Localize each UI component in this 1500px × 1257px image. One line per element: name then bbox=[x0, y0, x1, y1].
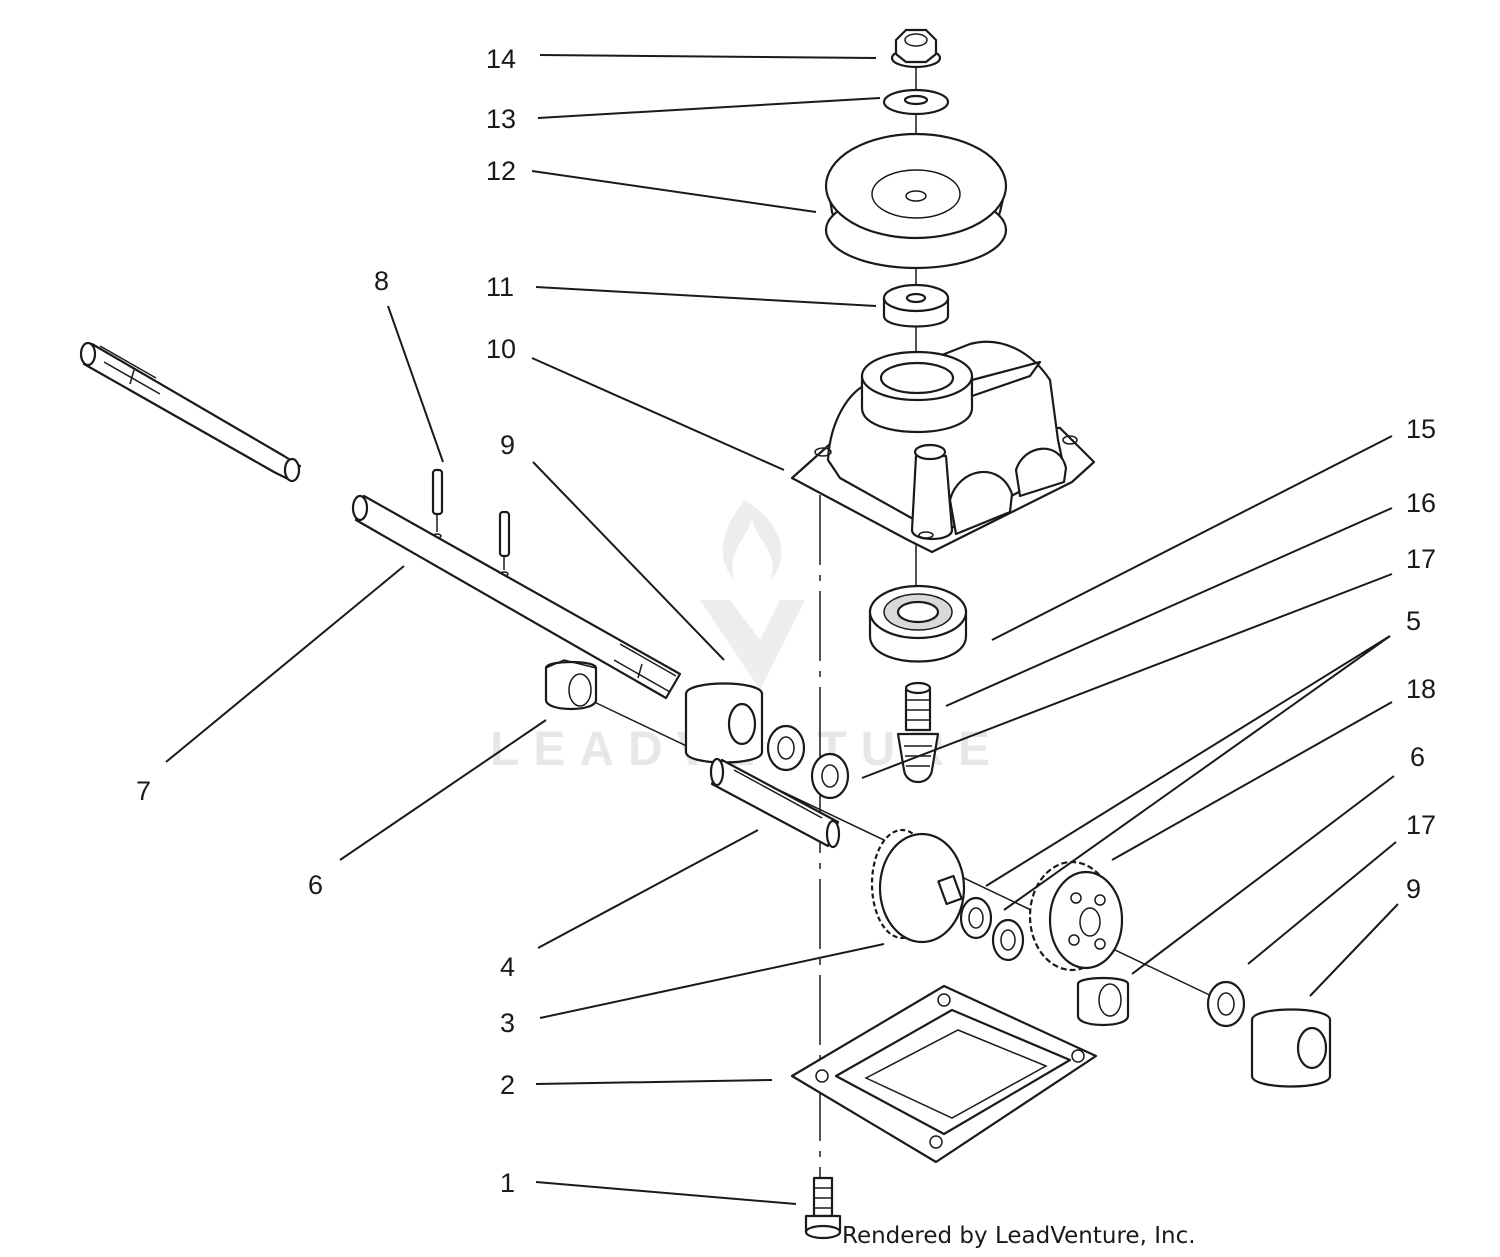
part-16-pinion-shaft bbox=[896, 681, 940, 784]
part-9-bearing-left bbox=[684, 682, 764, 764]
part-14-flange-nut bbox=[890, 28, 942, 69]
callout-1: 1 bbox=[500, 1168, 515, 1198]
part-7-axle-shaft-main bbox=[351, 494, 682, 700]
callout-14: 14 bbox=[486, 44, 516, 74]
callout-17-upper: 17 bbox=[1406, 544, 1436, 574]
part-12-pulley bbox=[824, 132, 1008, 270]
callout-18: 18 bbox=[1406, 674, 1436, 704]
part-8-roll-pins bbox=[431, 468, 511, 577]
part-7-axle-shaft-upper bbox=[79, 341, 302, 483]
callout-2: 2 bbox=[500, 1070, 515, 1100]
part-18-spur-gear bbox=[1028, 860, 1124, 972]
part-6-bushing-left bbox=[544, 659, 598, 710]
part-15-ball-bearing bbox=[868, 584, 968, 663]
leadventure-watermark-logo bbox=[700, 500, 805, 690]
part-17-washer-center bbox=[810, 752, 850, 800]
callout-15: 15 bbox=[1406, 414, 1436, 444]
callout-9-right: 9 bbox=[1406, 874, 1421, 904]
callout-8: 8 bbox=[374, 266, 389, 296]
part-9-bearing-right bbox=[1250, 1008, 1332, 1088]
part-4-drive-shaft bbox=[709, 757, 841, 849]
render-credit: Rendered by LeadVenture, Inc. bbox=[842, 1223, 1196, 1249]
callout-7: 7 bbox=[136, 776, 151, 806]
part-5-washer-b bbox=[991, 918, 1025, 962]
callout-17-lower: 17 bbox=[1406, 810, 1436, 840]
leader-lines bbox=[165, 54, 1399, 1205]
part-10-gearbox-housing bbox=[790, 340, 1096, 554]
part-5-washer-a bbox=[959, 896, 993, 940]
part-6-bushing-right bbox=[1076, 976, 1130, 1026]
callout-10: 10 bbox=[486, 334, 516, 364]
callout-6-right: 6 bbox=[1410, 742, 1425, 772]
part-1-bolt bbox=[804, 1176, 842, 1240]
part-17-washer-right bbox=[1206, 980, 1246, 1028]
part-3-bevel-gear bbox=[870, 828, 966, 944]
callout-6-left: 6 bbox=[308, 870, 323, 900]
part-17-washer-left bbox=[766, 724, 806, 772]
part-2-cover-plate bbox=[790, 984, 1098, 1164]
callout-5: 5 bbox=[1406, 606, 1421, 636]
callout-9-left: 9 bbox=[500, 430, 515, 460]
part-11-spacer bbox=[882, 283, 950, 328]
callout-13: 13 bbox=[486, 104, 516, 134]
part-13-washer bbox=[882, 88, 950, 116]
callout-3: 3 bbox=[500, 1008, 515, 1038]
callout-16: 16 bbox=[1406, 488, 1436, 518]
callout-11: 11 bbox=[486, 272, 514, 302]
callout-4: 4 bbox=[500, 952, 515, 982]
callout-12: 12 bbox=[486, 156, 516, 186]
